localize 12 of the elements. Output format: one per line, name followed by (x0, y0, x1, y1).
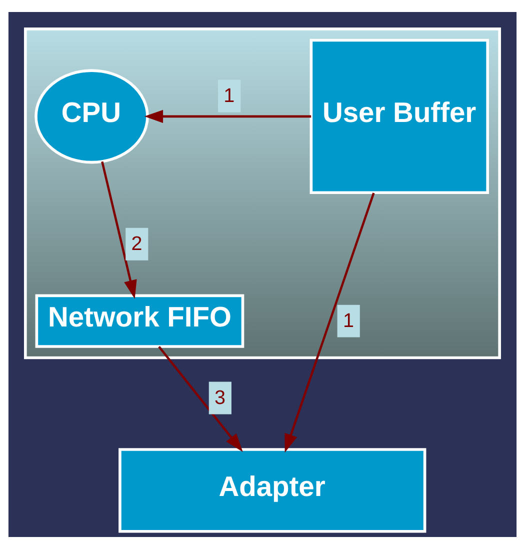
node-box: User Buffer (310, 38, 490, 194)
node-ellipse: CPU (34, 68, 149, 164)
edge-label: 1 (224, 84, 235, 106)
arrow (144, 109, 312, 122)
cluster (24, 27, 501, 359)
node-box: Network FIFO (35, 294, 244, 348)
edge-label: 1 (342, 310, 354, 332)
edge-label: 3 (214, 386, 226, 408)
node-box: Adapter (118, 448, 426, 532)
edge-label: 2 (131, 232, 142, 255)
arrow (284, 192, 375, 452)
arrow (101, 160, 137, 298)
